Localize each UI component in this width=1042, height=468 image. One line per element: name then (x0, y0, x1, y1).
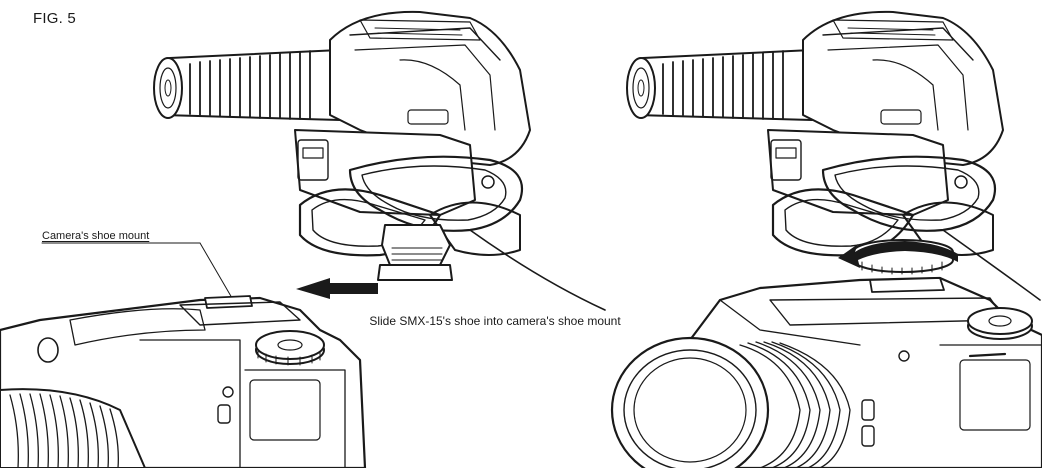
shock-mount-right (767, 129, 1041, 301)
microphone-left (153, 10, 531, 166)
camera-right (610, 276, 1042, 468)
arrow-left-icon (296, 278, 378, 299)
shock-mount-left (294, 129, 606, 311)
microphone-right (626, 10, 1004, 166)
shoe-mount-leader-line (41, 242, 233, 299)
instruction-caption: Slide SMX-15's shoe into camera's shoe m… (369, 314, 621, 328)
rotate-arrow-icon (838, 241, 958, 268)
figure-label: FIG. 5 (33, 10, 76, 27)
shoe-mount-callout-label: Camera's shoe mount (42, 230, 150, 242)
camera-left (0, 295, 367, 468)
